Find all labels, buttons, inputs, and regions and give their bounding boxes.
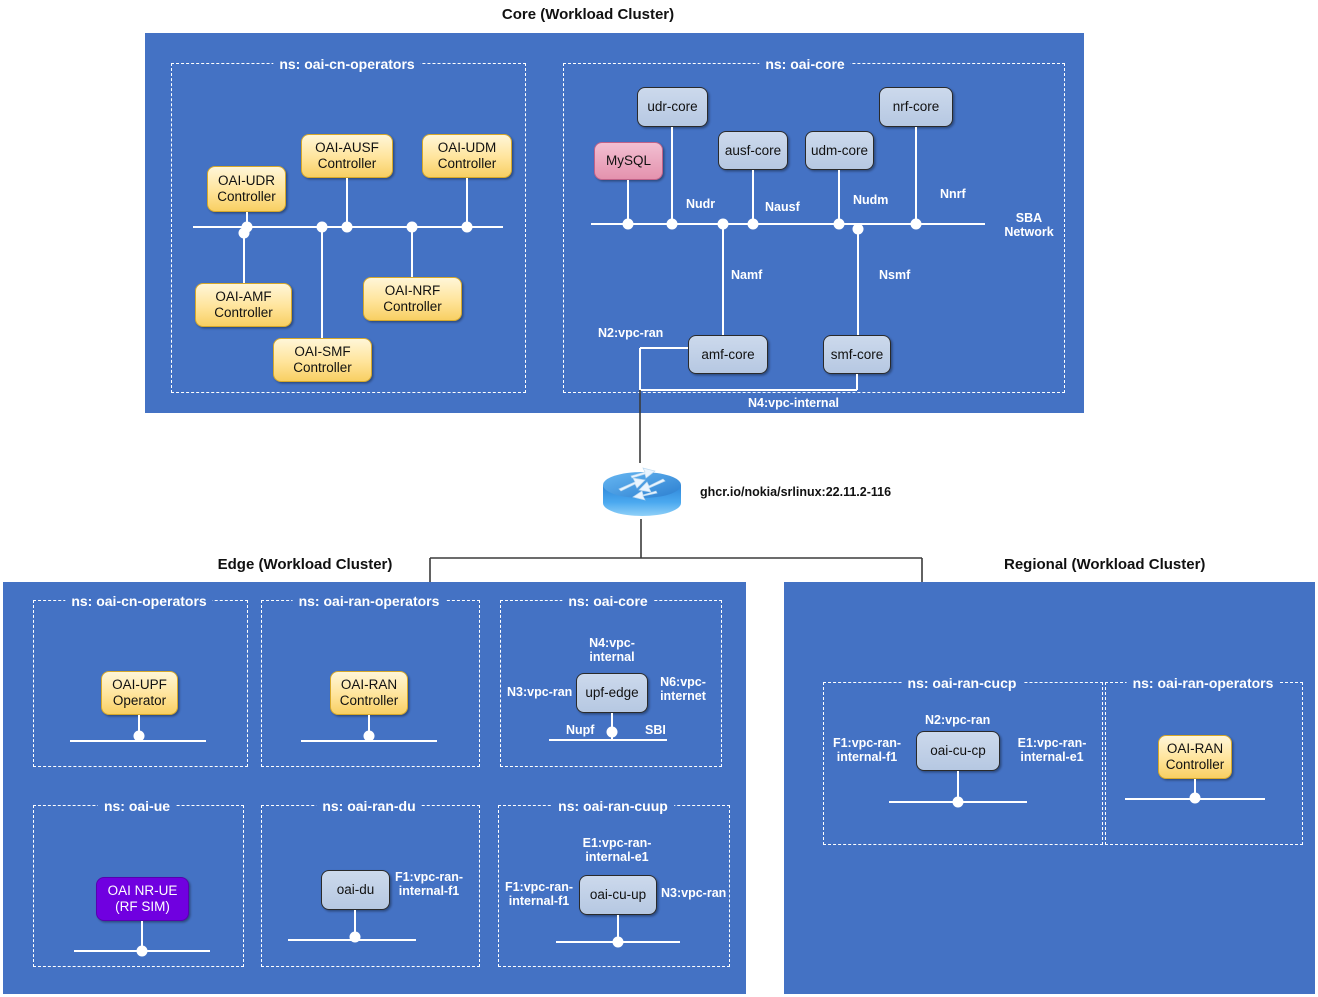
iface-label-nnrf: Nnrf <box>940 187 966 201</box>
ns-label-edge-oai-ue: ns: oai-ue <box>97 798 177 814</box>
iface-label-nsmf: Nsmf <box>879 268 911 282</box>
ns-label-regional-oai-ran-cucp: ns: oai-ran-cucp <box>901 675 1023 691</box>
node-label: udr-core <box>647 99 698 115</box>
node-oai-udm-controller[interactable]: OAI-UDM Controller <box>422 134 512 178</box>
node-upf-edge[interactable]: upf-edge <box>576 673 648 713</box>
node-oai-upf-operator[interactable]: OAI-UPF Operator <box>101 671 178 715</box>
node-oai-udr-controller[interactable]: OAI-UDR Controller <box>207 166 286 212</box>
node-edge-oai-ran-controller[interactable]: OAI-RAN Controller <box>330 671 408 715</box>
node-oai-ausf-controller[interactable]: OAI-AUSF Controller <box>301 134 393 178</box>
ns-label-edge-oai-ran-cuup: ns: oai-ran-cuup <box>552 798 674 814</box>
iface-label-cuup-e1: E1:vpc-ran- internal-e1 <box>582 836 652 865</box>
iface-label-edge-n4: N4:vpc- internal <box>589 636 635 665</box>
ns-label-oai-cn-operators-core: ns: oai-cn-operators <box>273 56 421 72</box>
regional-cluster-title: Regional (Workload Cluster) <box>1004 556 1206 573</box>
node-label: MySQL <box>605 153 651 169</box>
node-mysql[interactable]: MySQL <box>594 142 663 180</box>
iface-label-cuup-f1: F1:vpc-ran- internal-f1 <box>504 880 574 909</box>
node-label: nrf-core <box>892 99 940 115</box>
iface-label-nausf: Nausf <box>765 200 800 214</box>
node-udm-core[interactable]: udm-core <box>805 131 874 170</box>
ns-label-regional-oai-ran-operators: ns: oai-ran-operators <box>1126 675 1280 691</box>
node-amf-core[interactable]: amf-core <box>688 335 768 374</box>
node-regional-oai-ran-controller[interactable]: OAI-RAN Controller <box>1158 735 1232 779</box>
node-nrf-core[interactable]: nrf-core <box>879 87 953 127</box>
ns-label-edge-oai-ran-du: ns: oai-ran-du <box>316 798 422 814</box>
node-ausf-core[interactable]: ausf-core <box>718 131 788 170</box>
edge-cluster-panel <box>3 582 746 994</box>
node-oai-amf-controller[interactable]: OAI-AMF Controller <box>195 283 292 327</box>
node-label: OAI NR-UE (RF SIM) <box>107 883 178 914</box>
node-label: udm-core <box>810 142 869 158</box>
node-oai-cu-cp[interactable]: oai-cu-cp <box>916 731 1000 771</box>
node-oai-cu-up[interactable]: oai-cu-up <box>579 875 657 915</box>
node-oai-smf-controller[interactable]: OAI-SMF Controller <box>273 338 372 382</box>
iface-label-edge-du-f1: F1:vpc-ran- internal-f1 <box>394 870 464 899</box>
ns-label-edge-oai-ran-operators: ns: oai-ran-operators <box>292 593 446 609</box>
iface-label-cucp-e1: E1:vpc-ran- internal-e1 <box>1017 736 1087 765</box>
iface-label-edge-sbi: SBI <box>645 723 666 737</box>
node-label: smf-core <box>830 346 884 362</box>
iface-label-cuup-n3: N3:vpc-ran <box>661 886 727 900</box>
node-label: OAI-RAN Controller <box>1165 741 1225 772</box>
ns-label-edge-oai-core: ns: oai-core <box>562 593 654 609</box>
iface-label-n2-vpc-ran-core: N2:vpc-ran <box>598 326 664 340</box>
node-oai-nr-ue[interactable]: OAI NR-UE (RF SIM) <box>96 877 189 921</box>
iface-label-nudm: Nudm <box>853 193 889 207</box>
iface-label-n4-vpc-internal-core: N4:vpc-internal <box>748 396 839 410</box>
iface-label-namf: Namf <box>731 268 763 282</box>
node-smf-core[interactable]: smf-core <box>823 335 891 374</box>
node-label: upf-edge <box>585 685 639 701</box>
node-label: OAI-AMF Controller <box>214 289 273 320</box>
ns-label-edge-oai-cn-operators: ns: oai-cn-operators <box>65 593 213 609</box>
node-label: OAI-RAN Controller <box>339 677 399 708</box>
iface-label-cucp-n2: N2:vpc-ran <box>925 713 991 727</box>
iface-label-edge-n3: N3:vpc-ran <box>507 685 573 699</box>
router-image-caption: ghcr.io/nokia/srlinux:22.11.2-116 <box>700 485 892 499</box>
node-udr-core[interactable]: udr-core <box>637 87 708 127</box>
ns-label-oai-core-core: ns: oai-core <box>759 56 851 72</box>
node-label: OAI-UDM Controller <box>437 140 497 171</box>
edge-cluster-title: Edge (Workload Cluster) <box>217 556 393 573</box>
node-label: OAI-SMF Controller <box>293 344 352 375</box>
node-oai-nrf-controller[interactable]: OAI-NRF Controller <box>363 277 462 321</box>
core-cluster-title: Core (Workload Cluster) <box>501 6 675 23</box>
node-label: oai-du <box>336 882 375 898</box>
node-label: OAI-AUSF Controller <box>315 140 379 171</box>
node-label: oai-cu-up <box>589 887 647 903</box>
iface-label-edge-nupf: Nupf <box>566 723 595 737</box>
node-oai-du[interactable]: oai-du <box>321 870 390 910</box>
node-label: ausf-core <box>724 142 782 158</box>
iface-label-cucp-f1: F1:vpc-ran- internal-f1 <box>832 736 902 765</box>
iface-label-sba-network: SBA Network <box>1004 211 1054 240</box>
iface-label-edge-n6: N6:vpc- internet <box>660 675 706 704</box>
iface-label-nudr: Nudr <box>686 197 716 211</box>
node-label: OAI-NRF Controller <box>383 283 442 314</box>
node-label: OAI-UPF Operator <box>112 677 167 708</box>
regional-cluster-panel <box>784 582 1315 994</box>
router-icon[interactable] <box>601 463 683 519</box>
node-label: amf-core <box>701 346 755 362</box>
node-label: OAI-UDR Controller <box>217 173 276 204</box>
node-label: oai-cu-cp <box>930 743 986 759</box>
